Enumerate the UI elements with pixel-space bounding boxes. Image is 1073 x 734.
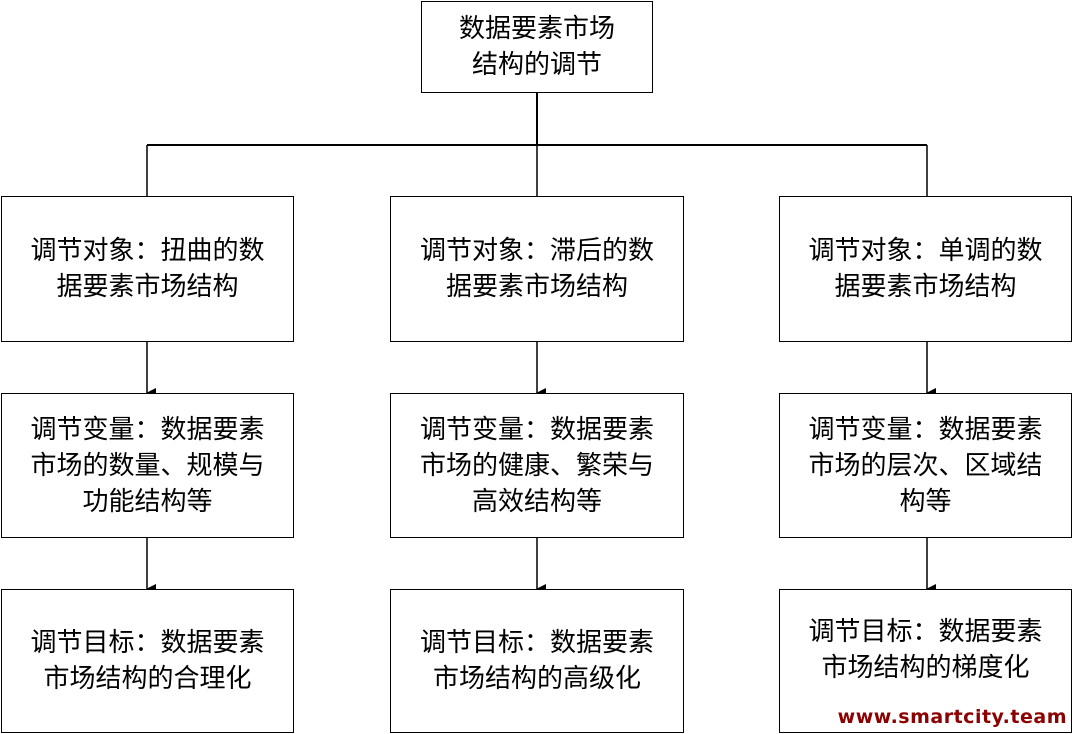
goal-node-3: 调节目标：数据要素 市场结构的梯度化 [779, 589, 1072, 733]
root-node: 数据要素市场 结构的调节 [421, 1, 653, 93]
object-1-line-1: 调节对象：扭曲的数 [30, 236, 265, 266]
root-line-2: 结构的调节 [471, 50, 602, 80]
variable-node-1: 调节变量：数据要素 市场的数量、规模与 功能结构等 [1, 393, 294, 538]
variable-3-line-3: 构等 [899, 486, 952, 517]
variable-2-line-3: 高效结构等 [471, 486, 602, 517]
object-2-line-2: 据要素市场结构 [445, 272, 628, 302]
object-node-3: 调节对象：单调的数 据要素市场结构 [779, 196, 1072, 342]
goal-3-line-1: 调节目标：数据要素 [808, 617, 1043, 647]
goal-1-line-1: 调节目标：数据要素 [30, 628, 265, 658]
object-2-line-1: 调节对象：滞后的数 [419, 236, 654, 266]
goal-3-line-2: 市场结构的梯度化 [821, 653, 1030, 683]
object-node-1: 调节对象：扭曲的数 据要素市场结构 [1, 196, 294, 342]
variable-1-line-3: 功能结构等 [82, 486, 213, 517]
variable-3-line-2: 市场的层次、区域结 [808, 450, 1043, 481]
root-line-1: 数据要素市场 [458, 14, 615, 44]
goal-2-line-2: 市场结构的高级化 [432, 664, 641, 694]
variable-2-line-1: 调节变量：数据要素 [419, 414, 654, 445]
variable-node-3: 调节变量：数据要素 市场的层次、区域结 构等 [779, 393, 1072, 538]
object-1-line-2: 据要素市场结构 [56, 272, 239, 302]
object-node-2: 调节对象：滞后的数 据要素市场结构 [390, 196, 684, 342]
goal-1-line-2: 市场结构的合理化 [43, 664, 252, 694]
variable-3-line-1: 调节变量：数据要素 [808, 414, 1043, 445]
object-3-line-2: 据要素市场结构 [834, 272, 1017, 302]
goal-node-1: 调节目标：数据要素 市场结构的合理化 [1, 589, 294, 733]
variable-node-2: 调节变量：数据要素 市场的健康、繁荣与 高效结构等 [390, 393, 684, 538]
variable-2-line-2: 市场的健康、繁荣与 [419, 450, 654, 481]
variable-1-line-2: 市场的数量、规模与 [30, 450, 265, 481]
variable-1-line-1: 调节变量：数据要素 [30, 414, 265, 445]
goal-2-line-1: 调节目标：数据要素 [419, 628, 654, 658]
goal-node-2: 调节目标：数据要素 市场结构的高级化 [390, 589, 684, 733]
watermark: www.smartcity.team [837, 706, 1067, 728]
object-3-line-1: 调节对象：单调的数 [808, 236, 1043, 266]
